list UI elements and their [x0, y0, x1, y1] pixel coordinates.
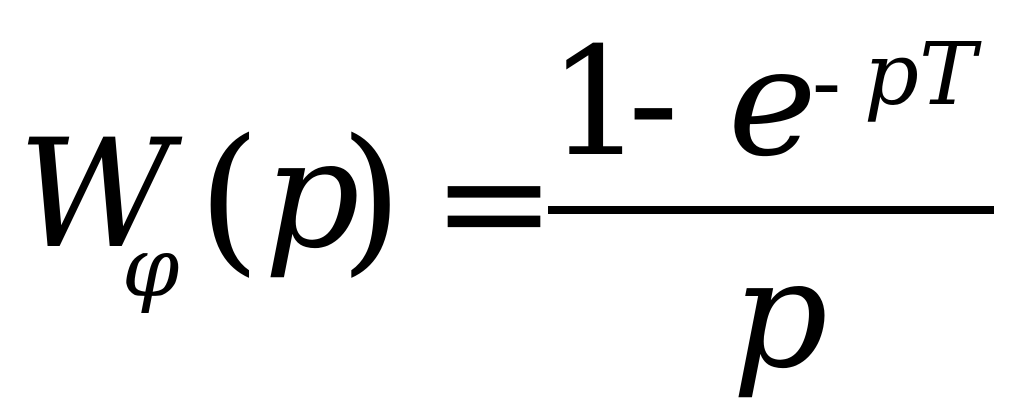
exponent-pt: pT: [864, 25, 977, 125]
numerator-one: 1: [548, 16, 644, 190]
equals-sign: =: [432, 116, 557, 288]
exponent-minus: -: [812, 33, 842, 133]
right-parenthesis: ): [340, 104, 403, 291]
fraction-bar: [548, 206, 994, 214]
exponential-base-e: e: [728, 16, 817, 190]
denominator-p: p: [732, 228, 829, 402]
argument-p: p: [264, 108, 361, 282]
function-symbol-w: W: [18, 108, 173, 282]
numerator-minus: -: [628, 16, 679, 190]
function-subscript-phi: φ: [122, 221, 180, 316]
left-parenthesis: (: [198, 104, 261, 291]
